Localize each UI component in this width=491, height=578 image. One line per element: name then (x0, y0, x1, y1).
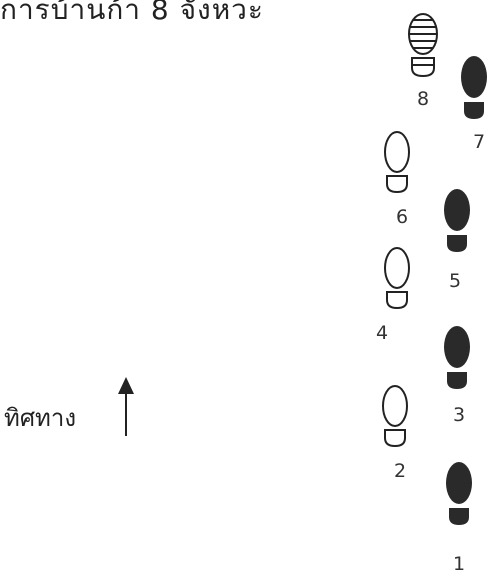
footprint-filled-icon (444, 461, 474, 527)
up-arrow-icon (114, 376, 138, 442)
step-number-8: 8 (416, 88, 430, 110)
step-number-6: 6 (395, 206, 409, 228)
step-number-7: 7 (472, 131, 486, 153)
direction-label: ทิศทาง (4, 404, 77, 432)
footprint-filled-icon (442, 325, 472, 391)
step-number-2: 2 (393, 460, 407, 482)
step-number-4: 4 (375, 322, 389, 344)
step-number-5: 5 (448, 270, 462, 292)
footprint-filled-icon (459, 55, 489, 121)
page-title: การบ้านก้า 8 จังหวะ (0, 0, 264, 26)
footprint-filled-icon (442, 188, 472, 254)
footprint-striped-icon (406, 12, 440, 78)
footprint-outline-icon (382, 246, 412, 310)
footprint-outline-icon (380, 384, 410, 448)
footprint-outline-icon (382, 130, 412, 194)
step-number-3: 3 (452, 404, 466, 426)
step-number-1: 1 (452, 553, 466, 575)
